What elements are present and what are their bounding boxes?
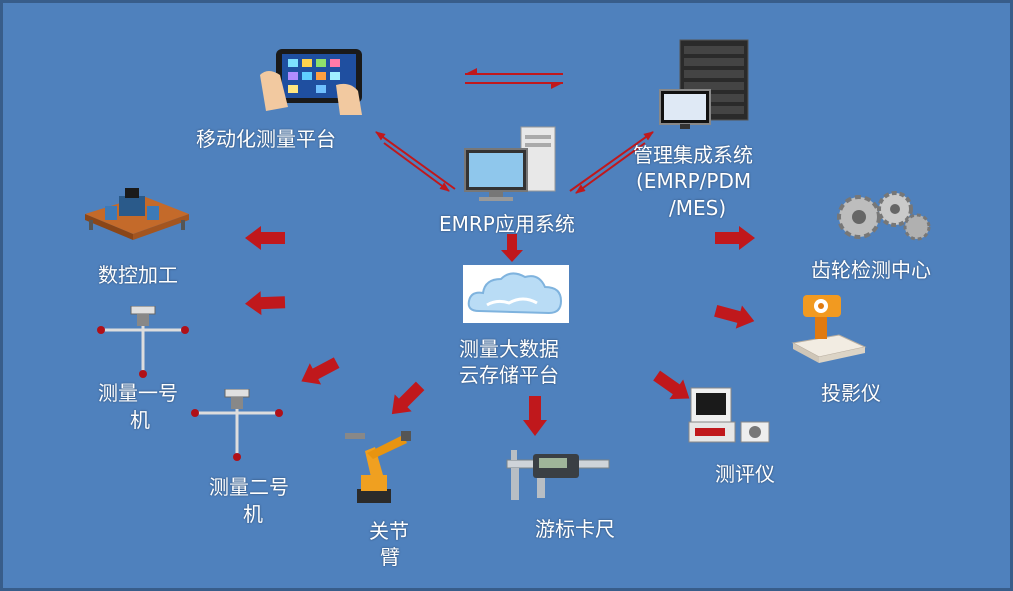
arrow-to-caliper: [523, 396, 547, 436]
cloud-platform-line2: 云存储平台: [459, 363, 559, 387]
evaluator-label: 测评仪: [715, 462, 775, 486]
cloud-icon: [463, 265, 569, 323]
server-rack-icon: [659, 39, 749, 129]
projector-icon: [791, 295, 867, 363]
machine2-line1: 测量二号: [209, 475, 289, 499]
robot-arm-icon: [345, 431, 411, 503]
arrow-to-projector: [714, 305, 755, 329]
machine1-line1: 测量一号: [98, 381, 178, 405]
machine1-line2: 机: [130, 408, 150, 432]
arm-line2: 臂: [380, 545, 400, 569]
evaluator-icon: [688, 387, 770, 443]
cnc-machine-icon: [85, 188, 189, 240]
arrow-to-machine1: [245, 291, 286, 316]
management-system-line3: /MES): [669, 196, 727, 220]
mobile-platform-label: 移动化测量平台: [196, 127, 336, 151]
management-system-line2: (EMRP/PDM: [636, 169, 752, 193]
tablet-icon: [260, 49, 362, 115]
arrow-mobile-management: [465, 68, 563, 89]
measuring-probe-icon: [97, 306, 189, 378]
caliper-label: 游标卡尺: [535, 517, 615, 541]
arrow-mobile-emrp: [375, 131, 456, 192]
projector-label: 投影仪: [821, 381, 881, 405]
arrow-to-evaluator: [653, 370, 690, 400]
desktop-computer-icon: [464, 126, 556, 201]
gears-icon: [837, 191, 931, 241]
arrow-to-gear: [715, 226, 755, 250]
cloud-platform-line1: 测量大数据: [459, 337, 559, 361]
gear-center-label: 齿轮检测中心: [811, 258, 931, 282]
arrow-to-machine2: [301, 357, 340, 385]
arrow-to-arm: [391, 381, 425, 415]
arrow-emrp-cloud: [501, 234, 523, 262]
management-system-title: 管理集成系统: [633, 143, 753, 167]
caliper-icon: [506, 450, 610, 500]
connector-arrows: [245, 68, 755, 436]
arm-line1: 关节: [369, 519, 409, 543]
machine2-line2: 机: [243, 502, 263, 526]
cnc-label: 数控加工: [98, 263, 178, 287]
arrow-to-cnc: [245, 226, 285, 250]
measuring-probe-icon: [191, 389, 283, 461]
arrow-emrp-management: [569, 131, 654, 194]
emrp-system-label: EMRP应用系统: [439, 212, 575, 236]
